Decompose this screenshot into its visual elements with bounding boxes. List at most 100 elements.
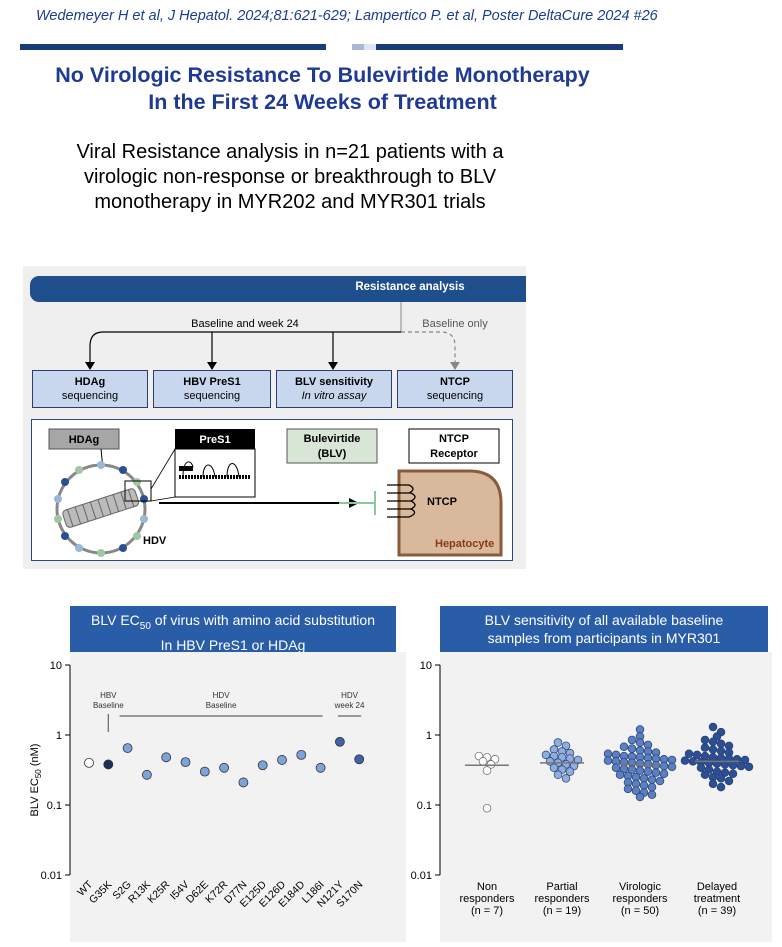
right-x-tick-label: treatment [694, 893, 740, 905]
pres1-box-sub: sequencing [183, 390, 241, 402]
right-data-point [736, 761, 746, 771]
left-data-point [354, 754, 365, 765]
right-data-point [603, 756, 613, 765]
left-data-point [296, 749, 307, 760]
right-data-point [553, 738, 563, 747]
left-group-label: HDV [213, 691, 231, 700]
right-data-point [619, 742, 629, 751]
left-data-point [219, 762, 230, 773]
right-x-tick-label: responders [612, 893, 668, 905]
right-data-point [692, 750, 702, 760]
pres1-membrane-panel [174, 448, 256, 498]
right-data-point [716, 774, 726, 783]
left-data-point [199, 766, 210, 777]
hdv-surface-dots [54, 461, 148, 557]
right-x-tick-label: Partial [546, 881, 577, 893]
right-data-point [716, 782, 726, 792]
right-data-point [716, 739, 726, 748]
ntcp-transmembrane [387, 484, 411, 518]
right-data-point [549, 763, 559, 773]
right-y-tick-label: 0.01 [411, 870, 432, 882]
right-data-point [740, 755, 750, 765]
hdag-sequencing-box: HDAg sequencing [32, 370, 148, 408]
left-chart-header-line-2: In HBV PreS1 or HDAg [160, 636, 306, 653]
connector-baseline-only [401, 331, 456, 362]
right-data-point [708, 737, 718, 747]
subtitle-line-1: Viral Resistance analysis in n=21 patien… [76, 141, 504, 163]
blv-sensitivity-box: BLV sensitivity In vitro assay [276, 370, 392, 408]
slide-title-line-1: No Virologic Resistance To Bulevirtide M… [55, 63, 590, 87]
left-chart-background [70, 652, 406, 942]
right-data-point [627, 744, 637, 753]
right-data-point [700, 751, 710, 761]
hdv-genome [62, 488, 140, 528]
pres1-protein [182, 461, 240, 478]
right-data-point [700, 770, 710, 780]
arrow-hdag [85, 362, 95, 370]
bulevirtide-label: Bulevirtide [304, 433, 361, 445]
blv-box-sub: In vitro assay [301, 390, 367, 402]
header-rule-gap [326, 44, 352, 50]
left-data-point [238, 777, 249, 788]
hdv-illustration: HDAg HDV PreS1 Bulevirtide (BLV) NTCP Re… [48, 428, 503, 557]
right-x-tick-label: (n = 19) [543, 905, 581, 917]
hdag-box-sub: sequencing [61, 390, 119, 402]
slide-title-line-2: In the First 24 Weeks of Treatment [148, 90, 497, 114]
right-y-tick-label: 1 [426, 730, 432, 742]
header-rule [20, 44, 623, 50]
right-data-point [639, 781, 649, 790]
ntcp-label: NTCP [427, 496, 457, 508]
right-data-point [700, 735, 710, 745]
hepatocyte-cell [397, 469, 503, 557]
right-data-point [728, 760, 738, 770]
hepatocyte-label: Hepatocyte [435, 538, 494, 550]
right-data-point [565, 767, 575, 776]
left-chart-header-line-1: BLV EC50 of virus with amino acid substi… [91, 612, 375, 632]
right-data-point [708, 722, 718, 732]
left-group-label: Baseline [206, 701, 237, 710]
right-data-point [744, 762, 754, 772]
pres1-sequencing-box: HBV PreS1 sequencing [153, 370, 271, 408]
right-data-point [696, 763, 706, 773]
right-data-point [553, 770, 563, 780]
pres1-label-box [175, 429, 255, 449]
right-chart-header-line-1: BLV sensitivity of all available baselin… [484, 612, 724, 628]
blv-label: (BLV) [318, 448, 347, 460]
hdag-label-box [48, 428, 120, 450]
right-x-tick-label: responders [459, 893, 515, 905]
right-x-tick-label: (n = 7) [471, 905, 503, 917]
left-group-label: HDV [341, 691, 359, 700]
ntcp-receptor-box [408, 428, 500, 464]
right-data-point [561, 741, 571, 751]
zoom-line-bottom [150, 496, 176, 502]
ntcp-receptor-label-1: NTCP [439, 433, 469, 445]
right-data-point [639, 774, 649, 783]
right-data-point [659, 761, 669, 771]
slide-subtitle: Viral Resistance analysis in n=21 patien… [40, 140, 540, 215]
right-data-point [627, 735, 637, 745]
citation: Wedemeyer H et al, J Hepatol. 2024;81:62… [36, 8, 658, 24]
left-y-tick-label: 1 [56, 730, 62, 742]
diagram-connectors [85, 302, 460, 370]
blv-box-title: BLV sensitivity [294, 376, 374, 388]
left-data-point [142, 769, 152, 780]
right-data-point [680, 756, 690, 765]
subtitle-line-3: monotherapy in MYR202 and MYR301 trials [94, 191, 486, 213]
pres1-label: PreS1 [199, 434, 230, 446]
right-data-point [647, 782, 657, 792]
left-data-point [315, 762, 326, 773]
baseline-only-label: Baseline only [422, 318, 488, 330]
right-data-point [708, 745, 718, 754]
left-group-label: Baseline [93, 701, 124, 710]
zoom-box [124, 480, 152, 502]
right-data-point [635, 738, 645, 747]
right-data-point [647, 790, 657, 800]
right-data-point [651, 768, 661, 777]
left-chart-header: BLV EC50 of virus with amino acid substi… [70, 606, 396, 653]
right-data-point [684, 749, 694, 758]
right-data-point [615, 770, 625, 780]
right-data-point [486, 760, 496, 769]
right-x-tick-label: Virologic [619, 881, 661, 893]
ntcp-loops [408, 484, 416, 518]
right-data-point [728, 769, 738, 778]
